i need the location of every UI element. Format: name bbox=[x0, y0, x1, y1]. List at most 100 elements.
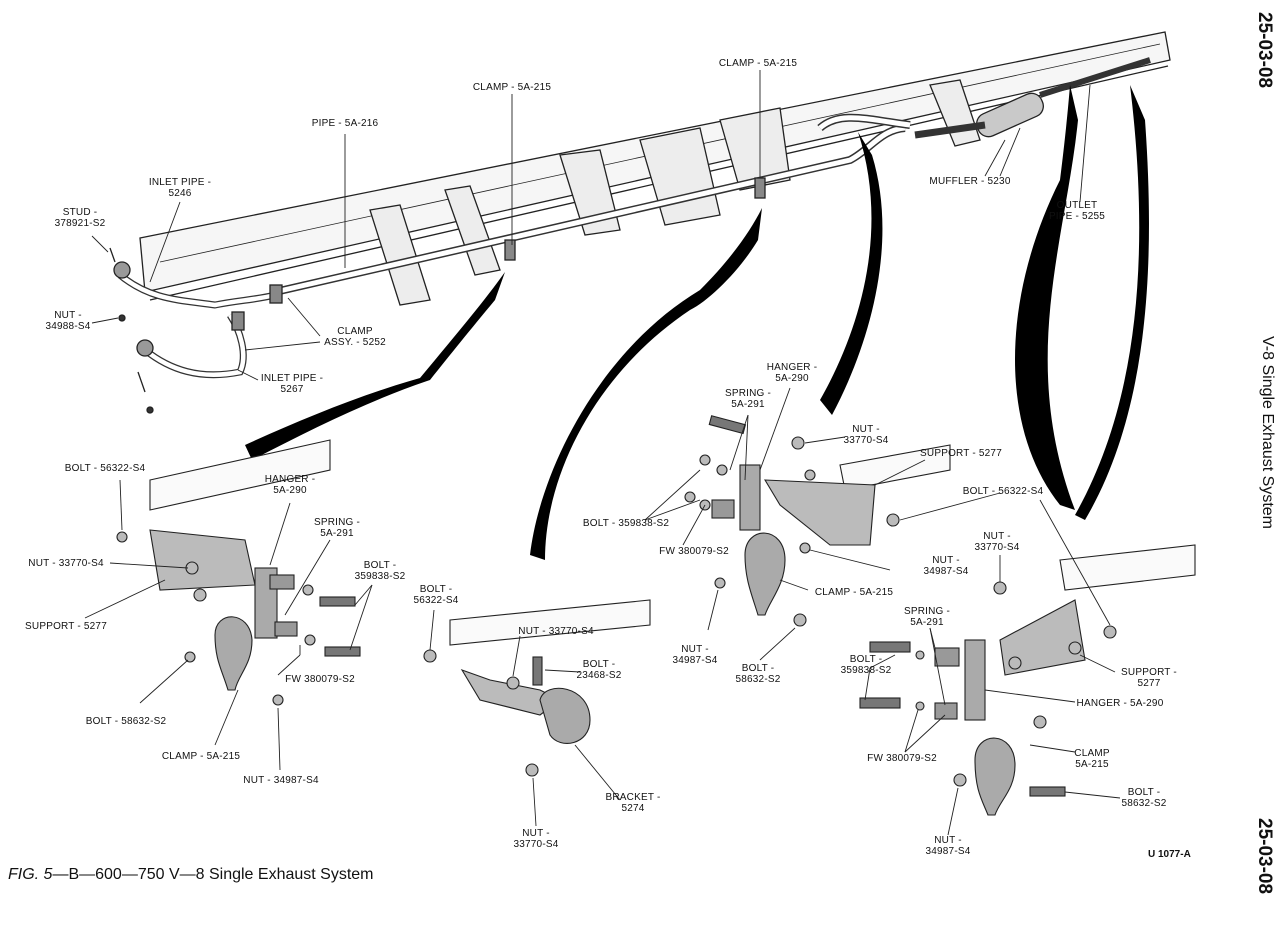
label-line: BOLT - 56322-S4 bbox=[962, 486, 1044, 497]
label-line: NUT - 33770-S4 bbox=[28, 558, 104, 569]
label-a-bolt: BOLT - 56322-S4 bbox=[65, 463, 145, 474]
label-line: NUT - bbox=[54, 310, 82, 321]
label-a-fw: FW 380079-S2 bbox=[285, 674, 355, 685]
label-line: 34987-S4 bbox=[672, 655, 718, 666]
label-line: OUTLET bbox=[1056, 200, 1098, 211]
label-line: 5A-290 bbox=[273, 485, 307, 496]
detail-c bbox=[644, 387, 1001, 661]
label-line: BOLT - bbox=[419, 584, 453, 595]
label-line: 33770-S4 bbox=[843, 435, 889, 446]
label-line: BOLT - bbox=[363, 560, 397, 571]
label-b-nut2: NUT -33770-S4 bbox=[514, 828, 559, 850]
label-line: CLAMP - 5A-215 bbox=[718, 58, 798, 69]
inlet-pipe-5267 bbox=[142, 313, 247, 379]
label-line: STUD - bbox=[62, 207, 98, 218]
clamp-5a-215-b bbox=[754, 177, 766, 199]
leader-lines-top bbox=[91, 70, 1091, 381]
label-line: BOLT - bbox=[582, 659, 616, 670]
detail-b bbox=[423, 599, 651, 827]
clamp-assy-5252 bbox=[269, 284, 283, 304]
label-line: NUT - 34987-S4 bbox=[243, 775, 319, 786]
label-line: INLET PIPE - bbox=[260, 373, 324, 384]
label-line: SUPPORT - bbox=[1121, 667, 1177, 678]
label-a-spring: SPRING -5A-291 bbox=[314, 517, 360, 539]
detail-a bbox=[84, 439, 373, 771]
label-clamp-top-2: CLAMP - 5A-215 bbox=[719, 58, 797, 69]
label-c-nut2: NUT -34987-S4 bbox=[924, 555, 969, 577]
label-line: BOLT - bbox=[1127, 787, 1161, 798]
label-line: PIPE - 5255 bbox=[1048, 211, 1106, 222]
label-line: 5267 bbox=[280, 384, 304, 395]
label-line: HANGER - bbox=[264, 474, 316, 485]
label-line: NUT - bbox=[681, 644, 709, 655]
label-line: HANGER - bbox=[766, 362, 818, 373]
label-line: SPRING - bbox=[724, 388, 772, 399]
label-line: 5A-291 bbox=[731, 399, 765, 410]
muffler-inlet bbox=[914, 121, 986, 139]
label-line: NUT - bbox=[983, 531, 1011, 542]
label-line: 5246 bbox=[168, 188, 192, 199]
label-line: SUPPORT - 5277 bbox=[25, 621, 107, 632]
label-line: CLAMP - 5A-215 bbox=[161, 751, 241, 762]
label-line: 56322-S4 bbox=[413, 595, 459, 606]
label-d-bolt3: BOLT -58632-S2 bbox=[1122, 787, 1167, 809]
label-c-nut: NUT -33770-S4 bbox=[844, 424, 889, 446]
label-d-spring: SPRING -5A-291 bbox=[904, 606, 950, 628]
manifold-flange-top bbox=[113, 261, 131, 279]
label-d-support: SUPPORT -5277 bbox=[1121, 667, 1177, 689]
label-a-hanger: HANGER -5A-290 bbox=[265, 474, 316, 496]
label-stud: STUD -378921-S2 bbox=[55, 207, 106, 229]
detail-d bbox=[859, 499, 1196, 836]
label-c-nut3: NUT -34987-S4 bbox=[673, 644, 718, 666]
arrow-to-detail-a bbox=[245, 272, 505, 460]
label-line: 359838-S2 bbox=[840, 665, 892, 676]
label-c-bolt2: BOLT -58632-S2 bbox=[736, 663, 781, 685]
arrow-to-detail-b bbox=[530, 208, 762, 560]
label-line: BOLT - 58632-S2 bbox=[85, 716, 167, 727]
detail-arrows bbox=[245, 85, 1149, 560]
label-a-support: SUPPORT - 5277 bbox=[25, 621, 107, 632]
arrow-to-detail-c bbox=[820, 132, 883, 415]
label-c-spring: SPRING -5A-291 bbox=[725, 388, 771, 410]
manifold-flange-low bbox=[136, 339, 154, 357]
label-line: NUT - 33770-S4 bbox=[518, 626, 594, 637]
label-line: 58632-S2 bbox=[735, 674, 781, 685]
inlet-pipe-5246-inner bbox=[118, 273, 276, 308]
clamp-5a-215-a bbox=[504, 239, 516, 261]
label-clamp-top-1: CLAMP - 5A-215 bbox=[473, 82, 551, 93]
inlet-pipe-5267-inner bbox=[143, 313, 246, 377]
label-line: 5A-291 bbox=[320, 528, 354, 539]
label-muffler: MUFFLER - 5230 bbox=[929, 176, 1010, 187]
label-d-bolt2: BOLT -359838-S2 bbox=[841, 654, 892, 676]
label-a-nut2: NUT - 34987-S4 bbox=[243, 775, 318, 786]
figure-caption: FIG. 5—B—600—750 V—8 Single Exhaust Syst… bbox=[8, 866, 374, 884]
label-line: ASSY. - 5252 bbox=[324, 337, 386, 348]
caption-text: —B—600—750 V—8 Single Exhaust System bbox=[52, 866, 374, 883]
arrow-to-detail-e bbox=[1075, 85, 1149, 520]
label-line: SUPPORT - 5277 bbox=[920, 448, 1002, 459]
label-line: 34988-S4 bbox=[45, 321, 91, 332]
label-line: 58632-S2 bbox=[1121, 798, 1167, 809]
label-line: 5277 bbox=[1137, 678, 1161, 689]
label-b-nut: NUT - 33770-S4 bbox=[518, 626, 593, 637]
reference-code: U 1077-A bbox=[1148, 849, 1191, 860]
label-c-clamp: CLAMP - 5A-215 bbox=[815, 587, 893, 598]
label-line: SPRING - bbox=[313, 517, 361, 528]
side-title: V-8 Single Exhaust System bbox=[1259, 336, 1276, 529]
label-line: BRACKET - bbox=[605, 792, 661, 803]
label-line: INLET PIPE - bbox=[148, 177, 212, 188]
label-line: FW 380079-S2 bbox=[285, 674, 355, 685]
arrow-to-detail-d bbox=[1015, 85, 1078, 510]
label-line: 34987-S4 bbox=[923, 566, 969, 577]
caption-prefix: FIG. 5 bbox=[8, 866, 53, 883]
label-a-clamp: CLAMP - 5A-215 bbox=[162, 751, 240, 762]
label-b-bracket: BRACKET -5274 bbox=[606, 792, 661, 814]
label-c-bolt: BOLT - 359838-S2 bbox=[583, 518, 669, 529]
label-inlet-pipe-5267: INLET PIPE -5267 bbox=[261, 373, 323, 395]
label-d-hanger: HANGER - 5A-290 bbox=[1077, 698, 1164, 709]
label-line: HANGER - 5A-290 bbox=[1076, 698, 1164, 709]
label-line: NUT - bbox=[934, 835, 962, 846]
label-a-bolt2: BOLT -359838-S2 bbox=[355, 560, 406, 582]
